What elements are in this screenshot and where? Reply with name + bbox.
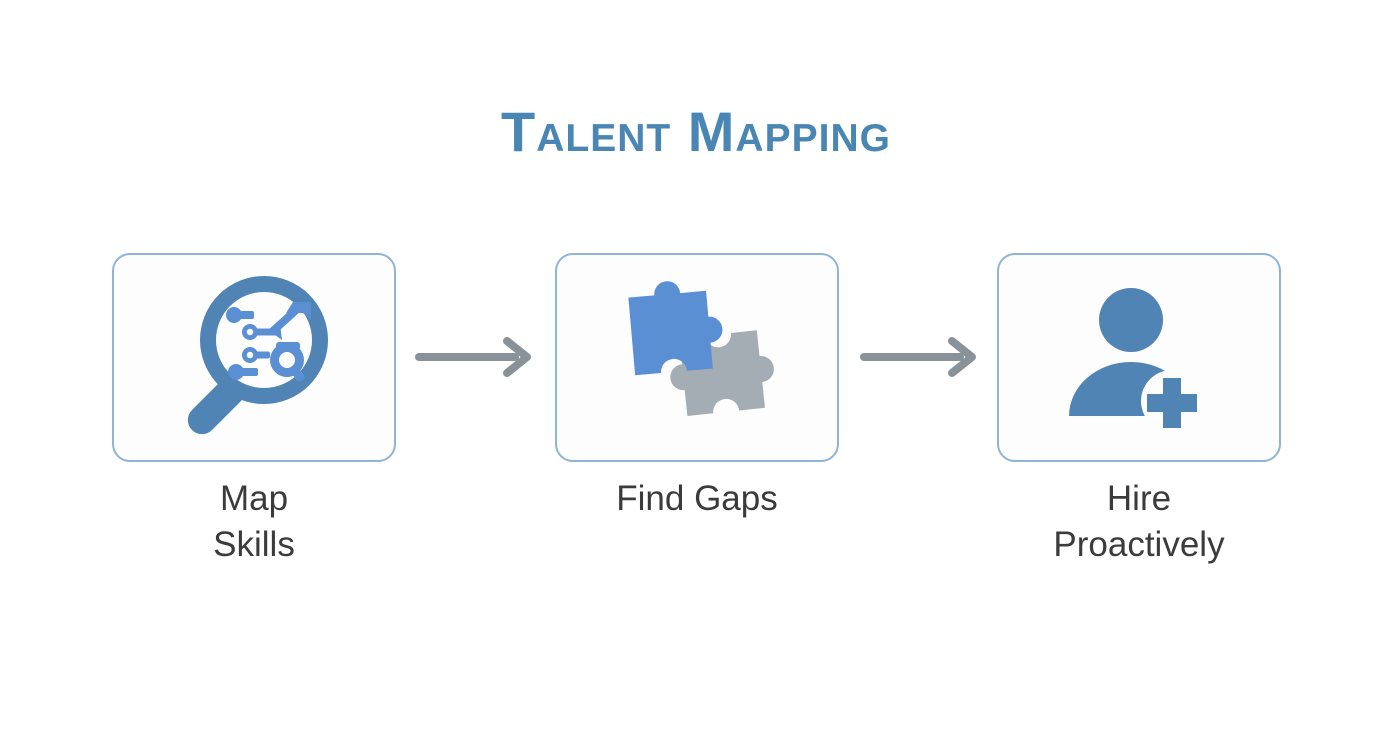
icon-card-hire-proactively (997, 253, 1281, 462)
arrow-right-icon (415, 337, 531, 377)
flow-step-hire-proactively: Hire Proactively (997, 253, 1281, 568)
step-label-map-skills: Map Skills (213, 479, 295, 565)
step-label-find-gaps: Find Gaps (616, 479, 778, 518)
process-flow: Map Skills (0, 253, 1392, 564)
puzzle-pieces-icon (628, 280, 774, 416)
page-title: Talent Mapping (501, 100, 891, 163)
magnifier-skill-map-icon (187, 275, 328, 434)
arrow-right-icon (860, 337, 976, 377)
flow-step-find-gaps: Find Gaps (555, 253, 839, 522)
step-label-hire-proactively: Hire Proactively (1053, 479, 1225, 565)
icon-card-find-gaps (555, 253, 839, 462)
icon-card-map-skills (112, 253, 396, 462)
flow-step-map-skills: Map Skills (112, 253, 396, 568)
connector-arrow-1 (415, 335, 535, 379)
add-person-icon (1069, 287, 1203, 432)
connector-arrow-2 (860, 335, 980, 379)
